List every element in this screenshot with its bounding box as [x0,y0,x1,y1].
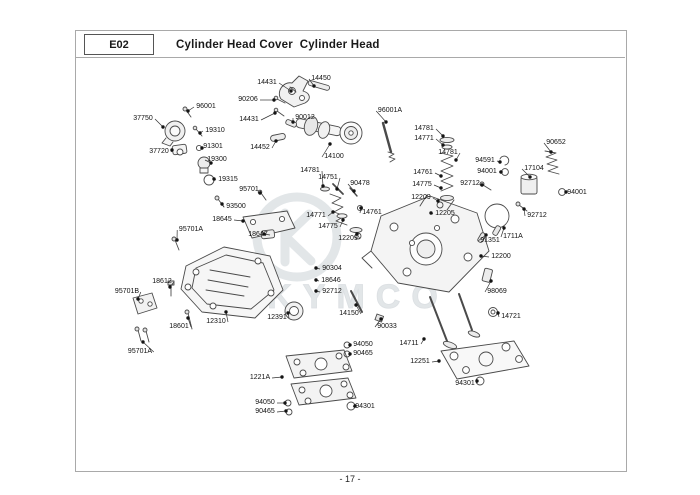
page-title: Cylinder Head Cover Cylinder Head [176,39,380,51]
side-cover-plate [346,340,530,411]
cylinder-head-cover [180,246,284,319]
intake-exhaust-valves [429,293,481,350]
valve-spring-right [436,136,455,209]
page-border [75,30,627,472]
breather-plate [242,210,296,240]
valve-spring-left [320,183,364,240]
thermostat-assembly [161,120,203,156]
header-divider [76,57,625,58]
valve-lifter-group [477,150,566,243]
page-number: - 17 - [339,474,361,484]
spark-plug [481,267,498,317]
rocker-arm-assembly [182,75,331,118]
cylinder-head [361,194,490,293]
section-code-box: E02 [84,34,154,55]
intake-manifold [284,341,357,416]
leader-lines [136,78,568,413]
section-code: E02 [109,38,129,51]
oil-filler-cap [195,144,267,208]
stud-bolt [381,121,396,163]
camshaft [270,116,363,145]
